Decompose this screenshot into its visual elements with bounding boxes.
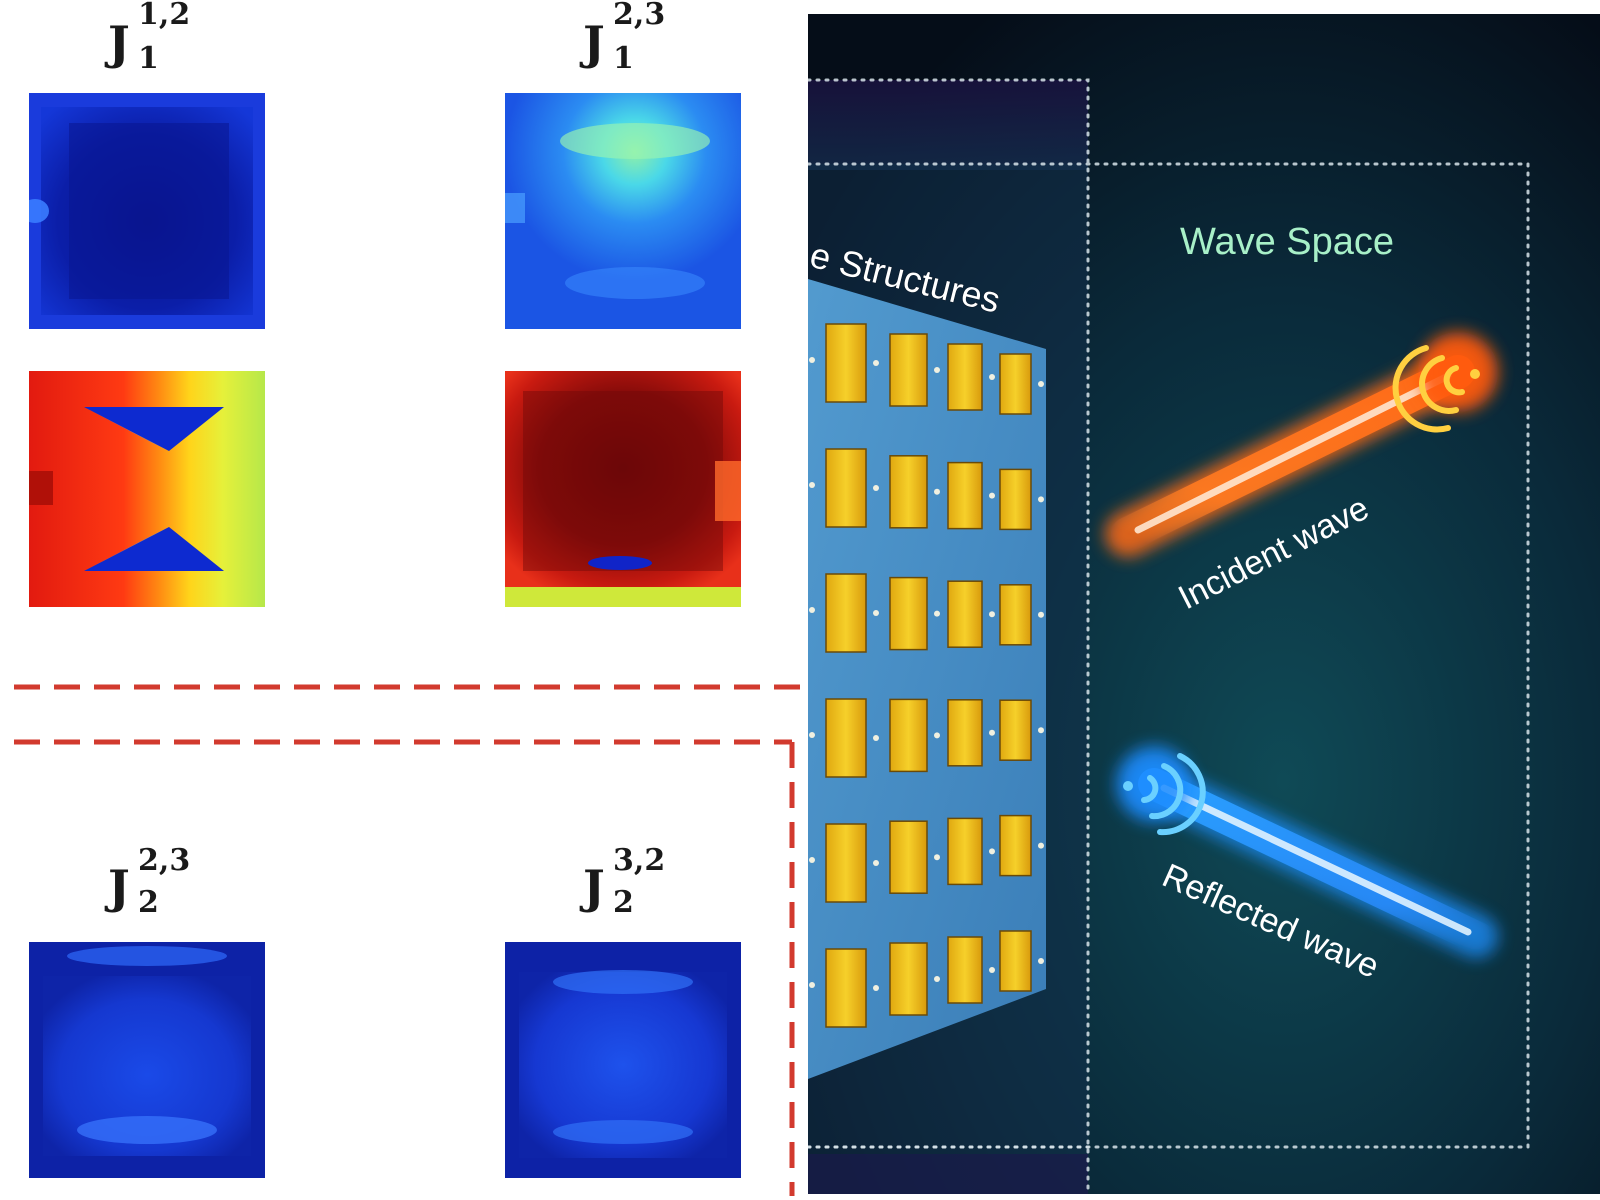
label-base: J	[108, 16, 130, 70]
metasurface-patch	[889, 576, 928, 651]
patch-via	[1038, 958, 1044, 964]
metasurface-patch	[825, 448, 867, 528]
label-superscript: 2,3	[138, 843, 191, 878]
structure-zone-top	[808, 80, 1088, 170]
patch-via	[809, 982, 815, 988]
patch-via	[1038, 381, 1044, 387]
dotted-frame-wave-space	[808, 162, 1530, 1149]
field-map-j2-32-magnitude	[505, 942, 741, 1178]
metasurface-patch	[999, 353, 1032, 415]
label-j2-23: J 2,3 2	[108, 846, 190, 922]
label-j2-32: J 3,2 2	[583, 846, 665, 922]
label-base: J	[583, 860, 605, 914]
patch-via	[809, 357, 815, 363]
patch-via	[873, 860, 879, 866]
metasurface-patch	[889, 455, 928, 529]
patch-via	[934, 976, 940, 982]
patch-via	[989, 848, 995, 855]
field-map-j1-23-phase	[505, 371, 741, 607]
field-map-j2-23-magnitude	[29, 942, 265, 1178]
metasurface-patch	[825, 948, 867, 1028]
patch-via	[873, 360, 879, 366]
metasurface-patch	[947, 343, 983, 411]
label-subscript: 2	[138, 885, 159, 920]
patch-via	[873, 485, 879, 491]
metasurface-patch	[889, 820, 928, 894]
patch-via	[934, 367, 940, 373]
patch-via	[989, 967, 995, 973]
incident-wave-beam	[1105, 332, 1498, 557]
metasurface-patch	[825, 573, 867, 653]
metasurface-patch	[999, 930, 1032, 992]
metasurface-patch	[947, 461, 983, 530]
patch-via	[934, 488, 940, 495]
label-base: J	[108, 860, 130, 914]
metasurface-patch	[947, 699, 983, 767]
structure-zone-bottom	[808, 1154, 1088, 1194]
field-map-j1-12-phase	[29, 371, 265, 607]
patch-via	[1038, 496, 1044, 503]
dotted-frame-structures	[808, 78, 1090, 1194]
metasurface-diagram: e Structures Wave Space Incident wave	[808, 14, 1600, 1194]
metasurface-patch	[889, 698, 928, 773]
metasurface-patch	[825, 823, 867, 903]
metasurface-patch	[825, 323, 867, 403]
metasurface-patch	[999, 699, 1032, 761]
label-j1-23: J 2,3 1	[583, 0, 665, 78]
incident-signal-icon	[1392, 345, 1480, 433]
patch-via	[989, 374, 995, 380]
metasurface-patch	[999, 584, 1032, 646]
label-superscript: 3,2	[613, 843, 666, 878]
label-superscript: 1,2	[138, 0, 191, 32]
label-superscript: 2,3	[613, 0, 666, 32]
metasurface-patch	[825, 698, 867, 778]
patch-via	[989, 611, 995, 618]
metasurface-patch	[947, 580, 983, 648]
metasurface-board	[808, 279, 1046, 1079]
patch-via	[1038, 727, 1044, 734]
metasurface-patch	[889, 942, 928, 1016]
label-subscript: 1	[613, 41, 634, 76]
label-subscript: 2	[613, 885, 634, 920]
wave-space-label: Wave Space	[1180, 221, 1394, 263]
metasurface-patch	[947, 936, 983, 1004]
patch-via	[873, 735, 879, 741]
patch-via	[809, 732, 815, 738]
patch-array	[809, 323, 1044, 1028]
patch-via	[1038, 611, 1044, 618]
patch-via	[809, 607, 815, 613]
metasurface-patch	[889, 333, 928, 407]
dashed-divider	[14, 684, 800, 1196]
label-base: J	[583, 16, 605, 70]
metasurface-patch	[999, 814, 1032, 877]
field-map-j1-12-magnitude	[29, 93, 265, 329]
patch-via	[873, 610, 879, 616]
metasurface-patch	[947, 817, 983, 886]
patch-via	[934, 610, 940, 617]
patch-via	[1038, 842, 1044, 849]
metasurface-patch	[999, 468, 1032, 531]
reflected-wave-beam	[1116, 746, 1498, 958]
patch-via	[873, 985, 879, 991]
reflected-signal-icon	[1123, 753, 1206, 836]
field-map-j1-23-magnitude	[505, 93, 741, 329]
patch-via	[989, 492, 995, 499]
patch-via	[809, 857, 815, 863]
patch-via	[809, 482, 815, 488]
patch-via	[934, 854, 940, 861]
label-subscript: 1	[138, 41, 159, 76]
patch-via	[989, 729, 995, 736]
patch-via	[934, 732, 940, 739]
label-j1-12: J 1,2 1	[108, 0, 190, 78]
